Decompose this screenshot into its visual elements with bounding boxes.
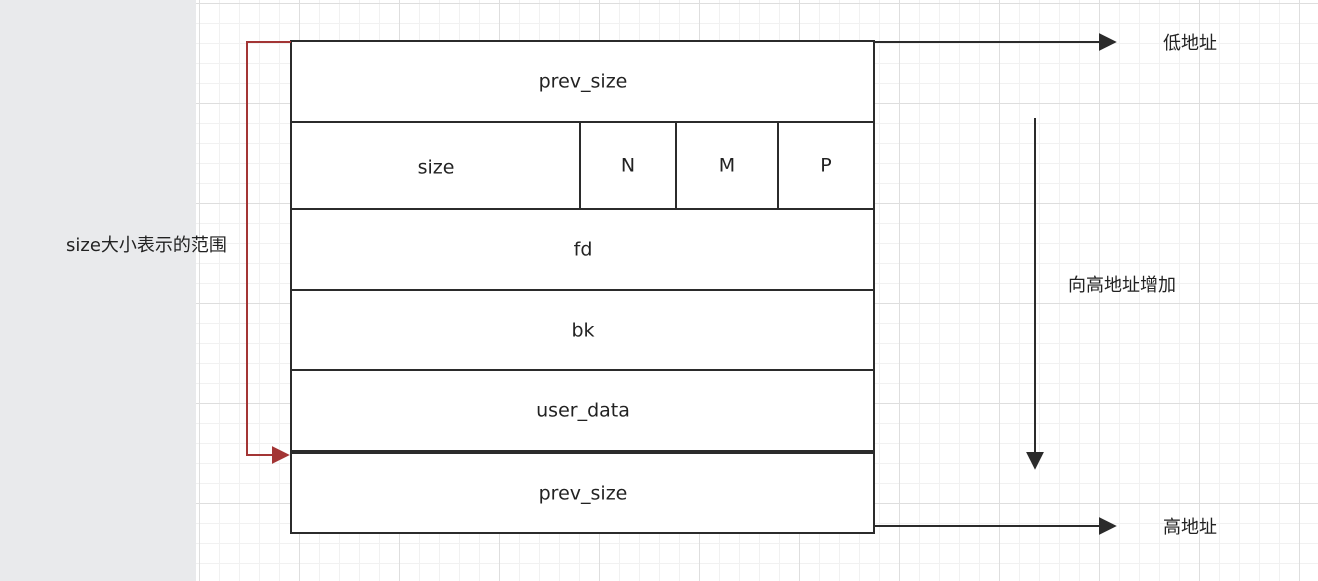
- low-address-label: 低地址: [1163, 33, 1217, 54]
- label-fd: fd: [574, 239, 593, 261]
- cell-bk[interactable]: [290, 289, 875, 371]
- cell-prev-size-top[interactable]: [290, 40, 875, 123]
- label-user-data: user_data: [536, 400, 630, 422]
- left-panel: [0, 0, 196, 581]
- size-range-label: size大小表示的范围: [66, 235, 227, 256]
- increase-direction-label: 向高地址增加: [1068, 275, 1176, 296]
- cell-fd[interactable]: [290, 208, 875, 291]
- cell-user-data[interactable]: [290, 369, 875, 452]
- high-address-label: 高地址: [1163, 517, 1217, 538]
- cell-prev-size-bottom[interactable]: [290, 452, 875, 534]
- label-bk: bk: [571, 320, 594, 342]
- size-range-bracket[interactable]: [246, 41, 291, 464]
- label-flag-n: N: [621, 155, 635, 177]
- label-flag-m: M: [719, 155, 735, 177]
- label-prev-size-top: prev_size: [539, 71, 628, 93]
- label-flag-p: P: [820, 155, 831, 177]
- label-size: size: [418, 157, 455, 179]
- label-prev-size-bottom: prev_size: [539, 483, 628, 505]
- chunk-table: [290, 40, 875, 534]
